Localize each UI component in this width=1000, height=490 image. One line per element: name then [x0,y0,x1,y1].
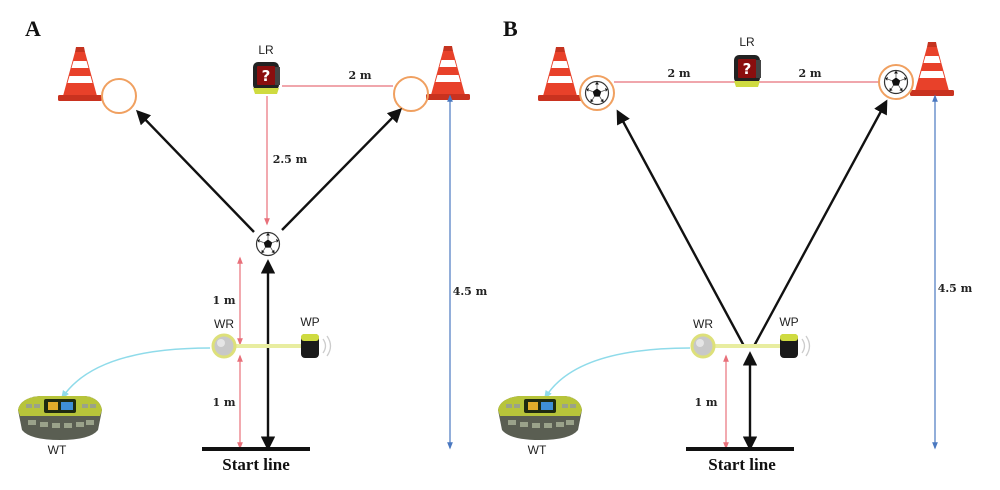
soccer-ball-icon [883,69,909,95]
wireless-receiver-icon [211,333,237,359]
wireless-timer-icon [18,396,102,440]
soccer-ball-icon [255,231,281,257]
panel-b-letter: B [503,16,518,41]
arrow-to-right-target [281,107,403,231]
dim-lr-to-right: 2 m [798,67,821,80]
soccer-ball-icon [584,80,610,106]
target-ring-right [393,76,429,112]
dim-ball-to-wr: 1 m [212,294,235,307]
traffic-cone-icon [426,46,470,100]
panel-a-letter: A [25,16,41,41]
wireless-receiver-icon [690,333,716,359]
dim-lr-to-ball: 2.5 m [273,153,308,166]
wr-label: WR [214,317,234,331]
panel-a: A LR 2 m 2.5 m 1 m 1 m WR WP [18,16,488,474]
light-receiver-icon [253,62,280,94]
start-line-bar [202,447,310,451]
dim-wr-to-start: 1 m [212,396,235,409]
dim-wr-to-start: 1 m [694,396,717,409]
wp-label: WP [779,315,798,329]
target-ring-left [101,78,137,114]
wireless-timer-icon [498,396,582,440]
light-receiver-icon [734,55,761,87]
wireless-photocell-icon [779,333,811,359]
traffic-cone-icon [58,47,102,101]
wireless-link [544,347,691,400]
wp-label: WP [300,315,319,329]
arrow-to-left-target [135,109,255,233]
lr-label: LR [258,43,274,57]
start-line-label: Start line [708,455,776,474]
wt-label: WT [48,443,67,457]
wt-label: WT [528,443,547,457]
arrow-to-right-target [752,99,888,347]
wireless-link [61,347,211,400]
arrow-to-left-target [616,109,746,347]
panel-b: B 2 m 2 m LR WR WP 1 m WT 4.5 [498,16,973,474]
dim-total-depth: 4.5 m [453,285,488,298]
dim-total-depth: 4.5 m [938,282,973,295]
start-line-bar [686,447,794,451]
dim-left-to-lr: 2 m [667,67,690,80]
traffic-cone-icon [538,47,582,101]
traffic-cone-icon [910,42,954,96]
wireless-photocell-icon [300,333,332,359]
dim-lr-to-cone: 2 m [348,69,371,82]
lr-label: LR [739,35,755,49]
wr-label: WR [693,317,713,331]
start-line-label: Start line [222,455,290,474]
